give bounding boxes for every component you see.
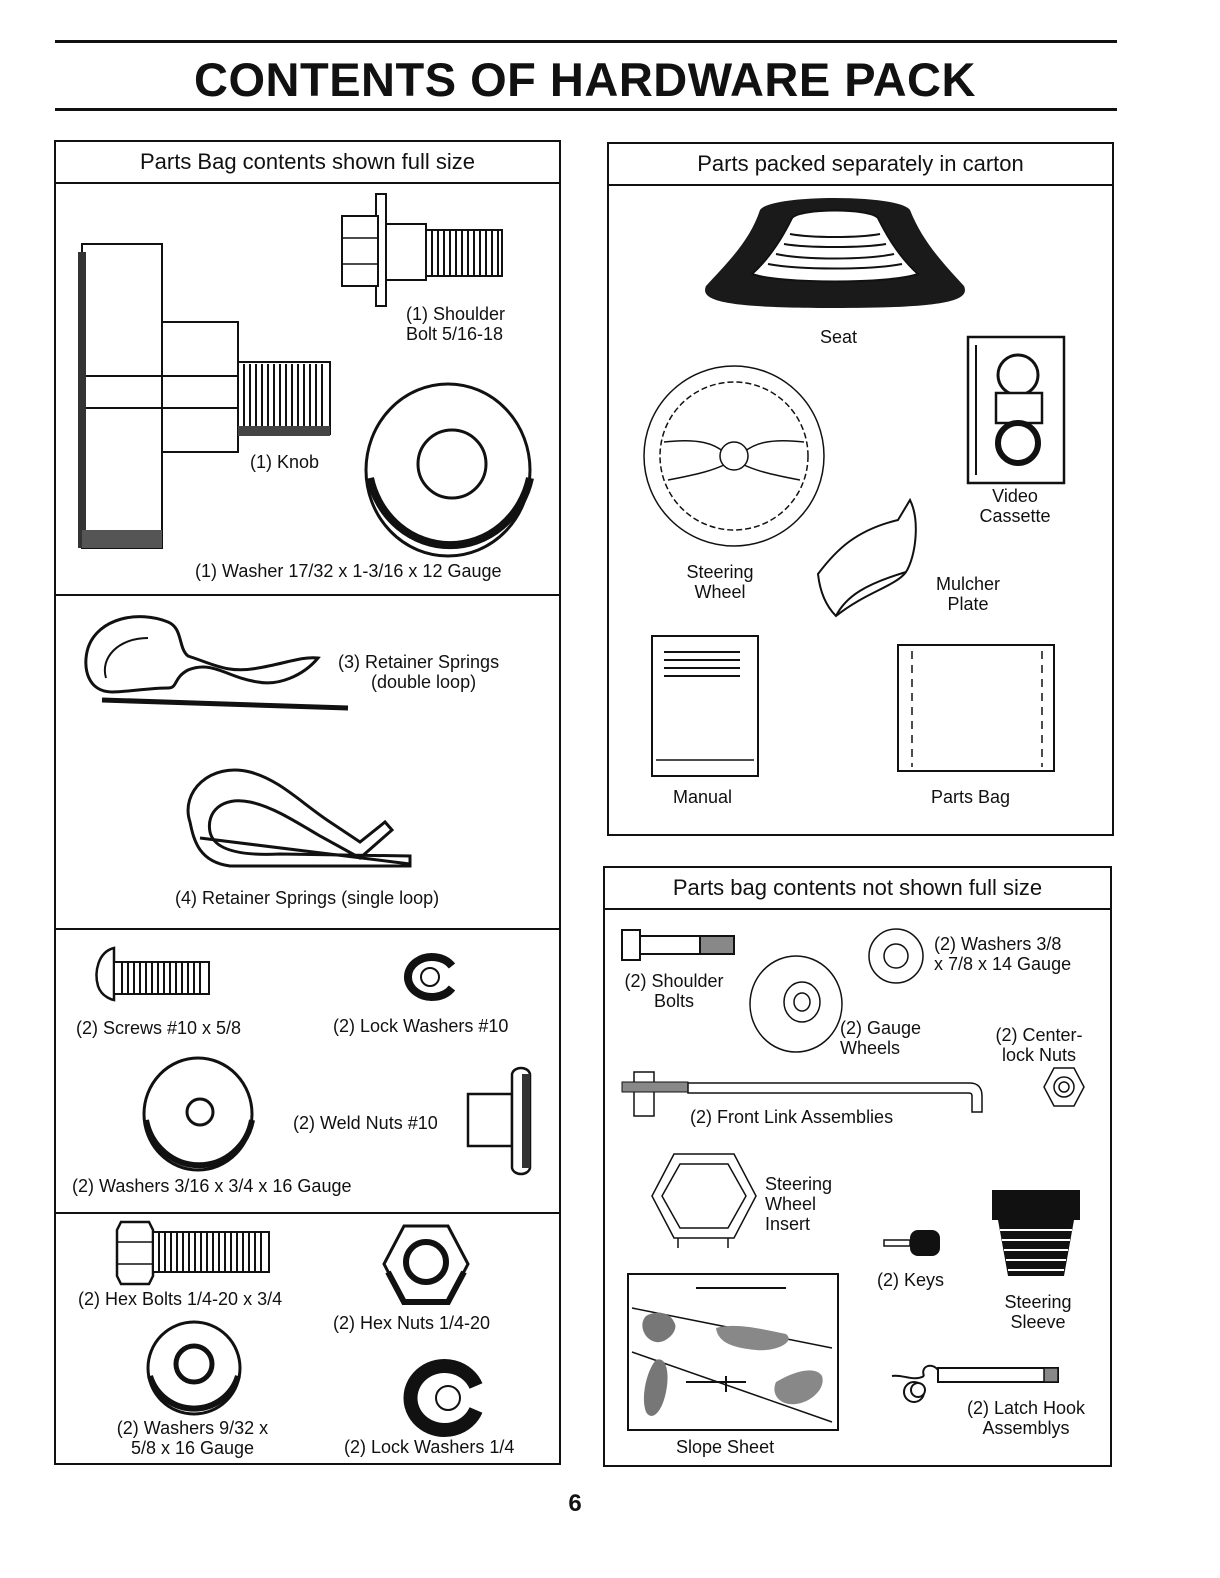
retainer-spring-single-loop-illustration [186,768,412,868]
label-line: Assemblys [982,1418,1070,1438]
steering-wheel-illustration [643,365,825,547]
weld-nuts-label: (2) Weld Nuts #10 [293,1113,438,1133]
latch-hook-label: (2) Latch Hook Assemblys [944,1398,1108,1438]
section-divider [56,594,559,596]
label-line: (2) Washers 9/32 x [116,1418,269,1438]
label-line: (2) Shoulder [624,971,724,991]
lock-washers-1-4-label: (2) Lock Washers 1/4 [344,1437,515,1457]
label-line: Sleeve [1010,1312,1066,1332]
label-line: (2) Center- [995,1025,1083,1045]
label-line: Wheel [694,582,746,602]
washers-3-8-label: (2) Washers 3/8 x 7/8 x 14 Gauge [934,934,1071,974]
right-bottom-panel-header: Parts bag contents not shown full size [605,868,1110,910]
manual-label: Manual [673,787,733,807]
weld-nut-illustration [466,1066,532,1176]
steering-wheel-insert-illustration [651,1153,757,1248]
video-cassette-illustration [966,335,1066,485]
center-lock-nut-illustration [1043,1067,1085,1107]
washer-3-16-illustration [142,1056,255,1172]
retainer-single-label: (4) Retainer Springs (single loop) [175,888,440,908]
label-line: 5/8 x 16 Gauge [130,1438,255,1458]
label-line: Video [992,486,1038,506]
title-bottom-rule [55,108,1117,111]
manual-illustration [651,635,759,777]
steering-sleeve-illustration [992,1190,1080,1276]
label-line: Bolt 5/16-18 [406,324,504,344]
shoulder-bolts-label: (2) Shoulder Bolts [618,971,730,1011]
retainer-spring-double-loop-illustration [84,615,349,711]
label-line: Steering [686,562,754,582]
label-line: Steering [765,1174,833,1194]
left-panel: Parts Bag contents shown full size [54,140,561,1465]
shoulder-bolts-illustration [621,929,735,961]
label-line: Cassette [979,506,1051,526]
parts-bag-label: Parts Bag [931,787,1011,807]
washer-9-32-illustration [146,1320,242,1416]
steering-sleeve-label: Steering Sleeve [988,1292,1088,1332]
video-cassette-label: Video Cassette [960,486,1070,526]
mulcher-plate-label: Mulcher Plate [918,574,1018,614]
hex-bolts-label: (2) Hex Bolts 1/4-20 x 3/4 [78,1289,283,1309]
washer-3-8-illustration [868,928,924,984]
parts-bag-illustration [897,644,1055,772]
label-line: Wheels [840,1038,901,1058]
seat-illustration [705,198,965,308]
front-link-illustration [621,1071,983,1117]
steering-wheel-insert-label: Steering Wheel Insert [765,1174,832,1234]
center-lock-nuts-label: (2) Center- lock Nuts [986,1025,1092,1065]
title-top-rule [55,40,1117,43]
keys-label: (2) Keys [877,1270,945,1290]
label-line: lock Nuts [1001,1045,1077,1065]
knob-label: (1) Knob [250,452,320,472]
label-line: (double loop) [371,672,477,692]
label-line: (2) Latch Hook [966,1398,1086,1418]
retainer-double-label: (3) Retainer Springs (double loop) [338,652,499,692]
label-line: Steering [1004,1292,1072,1312]
mulcher-plate-illustration [816,497,917,618]
right-bottom-panel: Parts bag contents not shown full size [603,866,1112,1467]
steering-wheel-label: Steering Wheel [670,562,770,602]
screws-label: (2) Screws #10 x 5/8 [76,1018,242,1038]
left-panel-header: Parts Bag contents shown full size [56,142,559,184]
shoulder-bolt-label: (1) Shoulder Bolt 5/16-18 [406,304,505,344]
hex-nuts-label: (2) Hex Nuts 1/4-20 [333,1313,491,1333]
lock-washer-10-illustration [404,953,456,1001]
gauge-wheels-label: (2) Gauge Wheels [840,1018,921,1058]
label-line: (1) Shoulder [406,304,506,324]
front-link-label: (2) Front Link Assemblies [690,1107,894,1127]
lock-washers-10-label: (2) Lock Washers #10 [333,1016,509,1036]
washers-9-32-label: (2) Washers 9/32 x 5/8 x 16 Gauge [100,1418,285,1458]
page-title: CONTENTS OF HARDWARE PACK [194,53,976,106]
right-top-panel-header: Parts packed separately in carton [609,144,1112,186]
slope-sheet-illustration [627,1273,839,1431]
key-icon [883,1230,940,1256]
label-line: (2) Washers 3/8 [934,934,1062,954]
label-line: Wheel [765,1194,817,1214]
label-line: Insert [765,1214,811,1234]
right-top-panel: Parts packed separately in carton [607,142,1114,836]
knob-illustration [78,243,331,549]
label-line: Plate [947,594,989,614]
section-divider [56,1212,559,1214]
label-line: (2) Gauge [840,1018,922,1038]
page-number: 6 [568,1490,582,1517]
hex-nut-illustration [382,1224,470,1305]
washers-3-16-label: (2) Washers 3/16 x 3/4 x 16 Gauge [72,1176,352,1196]
seat-label: Seat [820,327,858,347]
slope-sheet-label: Slope Sheet [676,1437,775,1457]
hex-bolt-illustration [115,1220,270,1286]
label-line: (3) Retainer Springs [338,652,500,672]
label-line: Bolts [653,991,695,1011]
gauge-wheel-illustration [749,955,843,1053]
shoulder-bolt-illustration [341,193,503,307]
latch-hook-illustration [891,1364,1059,1403]
label-line: Mulcher [935,574,1001,594]
lock-washer-1-4-illustration [403,1359,483,1437]
screw-illustration [95,946,210,1002]
large-washer-illustration [364,382,534,558]
large-washer-label: (1) Washer 17/32 x 1-3/16 x 12 Gauge [195,561,502,581]
label-line: x 7/8 x 14 Gauge [934,954,1072,974]
section-divider [56,928,559,930]
